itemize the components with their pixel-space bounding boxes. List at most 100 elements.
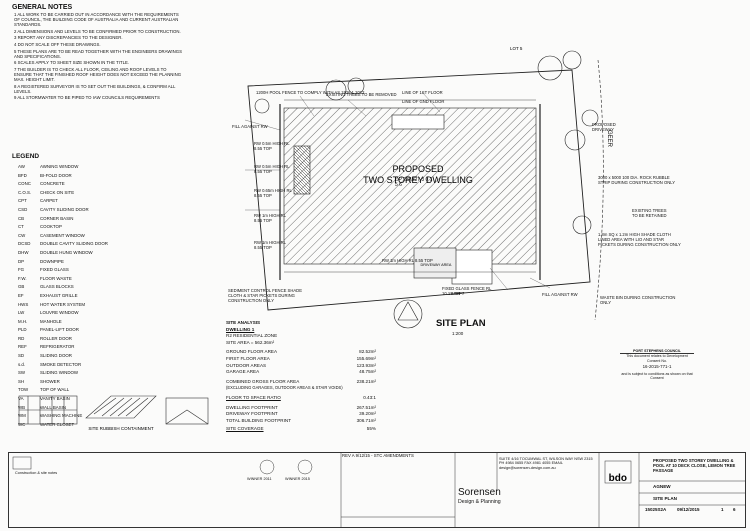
coverage-label: SITE COVERAGE	[226, 426, 264, 432]
fsr-row: FLOOR TO SPACE RATIO 0.43:1	[226, 395, 376, 402]
legend-code: GB	[18, 284, 25, 290]
dwelling-heading: DWELLING 1	[226, 326, 255, 332]
analysis-value: 155.69m²	[356, 355, 376, 361]
site-boundary	[247, 69, 591, 311]
label-sediment-fence: SEDIMENT CONTROL FENCE SHADE CLOTH & STA…	[228, 288, 302, 303]
legend-description: WALL BASIN	[40, 404, 67, 410]
legend-code: CB	[18, 215, 25, 221]
council-footer: and is subject to conditions as shown on…	[621, 371, 693, 381]
legend-code: DCSD	[18, 241, 31, 247]
general-note-item: 7 THE BUILDER IS TO CHECK ALL FLOOR, CEI…	[14, 66, 182, 83]
legend-code: DP	[18, 258, 25, 264]
label-waste-bin: WASTE BIN DURING CONSTRUCTION ONLY	[600, 295, 676, 305]
drawing-date: 09/12/2015	[677, 507, 700, 512]
legend-code: DHW	[18, 249, 29, 255]
legend-code: TOW	[18, 387, 29, 393]
site-analysis: SITE ANALYSIS DWELLING 1 R2 RESIDENTIAL …	[226, 320, 376, 433]
legend-description: SHOWER	[40, 378, 60, 384]
analysis-label: FIRST FLOOR AREA	[226, 355, 270, 361]
general-note-item: 9 ALL STORMWATER TO BE PIPED TO IAW COUN…	[14, 95, 160, 101]
legend-description: REFRIGERATOR	[40, 344, 75, 350]
council-number: 16-2015-771-1	[642, 364, 672, 370]
analysis-row: GARAGE AREA 48.75m²	[226, 369, 376, 376]
combined-row: COMBINED GROSS FLOOR AREA 238.21m²	[226, 379, 376, 386]
analysis-value: 82.52m²	[359, 349, 376, 355]
legend-code: CW	[18, 232, 26, 238]
lot5-label: LOT 5	[510, 46, 523, 51]
legend-description: ROLLER DOOR	[40, 335, 72, 341]
site-plan-scale: 1:200	[452, 331, 464, 336]
legend-description: CHECK ON SITE	[40, 189, 75, 195]
legend-code: BFD	[18, 172, 27, 178]
label-rw-1: RW 1m HIGH RL 8.55 TOP	[254, 213, 286, 223]
label-existing-trees-removed: EXISTING TREES TO BE REMOVED	[326, 92, 397, 97]
legend-code: F.W.	[18, 275, 27, 281]
legend-code: EF	[18, 292, 24, 298]
drawing-name: SITE PLAN	[653, 496, 677, 501]
driveway-area	[413, 247, 457, 279]
zone: R2 RESIDENTIAL ZONE	[226, 333, 278, 339]
project-name: PROPOSED TWO STOREY DWELLING & POOL AT 1…	[653, 458, 736, 473]
site-plan-title: SITE PLAN	[436, 318, 486, 329]
legend-description: EXHAUST GRILLE	[40, 292, 78, 298]
legend-description: VANITY BASIN	[40, 396, 70, 402]
analysis-label: DWELLING FOOTPRINT	[226, 404, 278, 410]
analysis-value: 48.75m²	[359, 369, 376, 375]
site-area: SITE AREA = 562.36m²	[226, 339, 275, 345]
svg-text:bdo: bdo	[609, 473, 627, 484]
combined-label: COMBINED GROSS FLOOR AREA	[226, 378, 300, 384]
analysis-label: GARAGE AREA	[226, 369, 260, 375]
site-analysis-title: SITE ANALYSIS	[226, 320, 261, 325]
council-stamp: PORT STEPHENS COUNCIL This document rela…	[620, 349, 694, 380]
job-number: 15025S2A	[645, 507, 667, 512]
legend-item: M.H.MANHOLE	[18, 318, 168, 327]
company-name-2: Design & Planning	[458, 499, 501, 505]
legend-description: CARPET	[40, 198, 58, 204]
legend-description: PANEL-LIFT DOOR	[40, 327, 79, 333]
legend-description: BI-FOLD DOOR	[40, 172, 72, 178]
general-note-item: 4 DO NOT SCALE OFF THESE DRAWINGS.	[14, 41, 101, 47]
legend-description: WATER CLOSET	[40, 421, 75, 427]
client-name: AGNEW	[653, 484, 671, 489]
lot7-label: LOT 7	[452, 291, 465, 296]
legend-description: CAVITY SLIDING DOOR	[40, 206, 89, 212]
label-rw-065: RW 0.65m HIGH RL 8.55 TOP	[254, 188, 292, 198]
general-notes-title: GENERAL NOTES	[12, 4, 73, 11]
legend-item: LW LOUVRE WINDOW	[18, 309, 168, 318]
council-text: This document relates to Development Con…	[626, 354, 688, 363]
legend-description: LOUVRE WINDOW	[40, 310, 79, 316]
label-fixed-glass: FIXED GLASS FENCE RL 10.13 TOP	[442, 286, 492, 296]
legend-code: LW	[18, 310, 25, 316]
label-pool-fence: 1200H POOL FENCE TO COMPLY WITH AS 1926.…	[256, 90, 365, 95]
company-address: SUITE 4/16 TOCUMWAL ST, WILSON WAY NSW 2…	[499, 457, 593, 470]
legend-code: RD	[18, 335, 25, 341]
label-shade-cloth: 1.8m SQ x 1.2m HIGH SHADE CLOTH LINED AR…	[598, 232, 681, 247]
construction-details: SITE RUBBISH CONTAINMENT	[18, 395, 209, 431]
legend-description: DOWNPIPE	[40, 258, 64, 264]
revision-note: REV A 9/12/15 - STC AMENDMENTS	[342, 453, 414, 458]
legend-code: SW	[18, 370, 26, 376]
legend-description: FLOOR WASTE	[40, 275, 72, 281]
legend-description: SLIDING WINDOW	[40, 370, 79, 376]
legend-description: SLIDING DOOR	[40, 353, 72, 359]
analysis-value: 123.93m²	[356, 362, 376, 368]
analysis-value: 306.71m²	[356, 417, 376, 423]
general-note-item: 8 A REGISTERED SURVEYOR IS TO SET OUT TH…	[14, 83, 176, 94]
analysis-value: 39.20m²	[359, 411, 376, 417]
legend-description: AWNING WINDOW	[40, 164, 79, 169]
combined-note: (EXCLUDING GARAGES, OUTDOOR AREAS & STAI…	[226, 385, 343, 391]
